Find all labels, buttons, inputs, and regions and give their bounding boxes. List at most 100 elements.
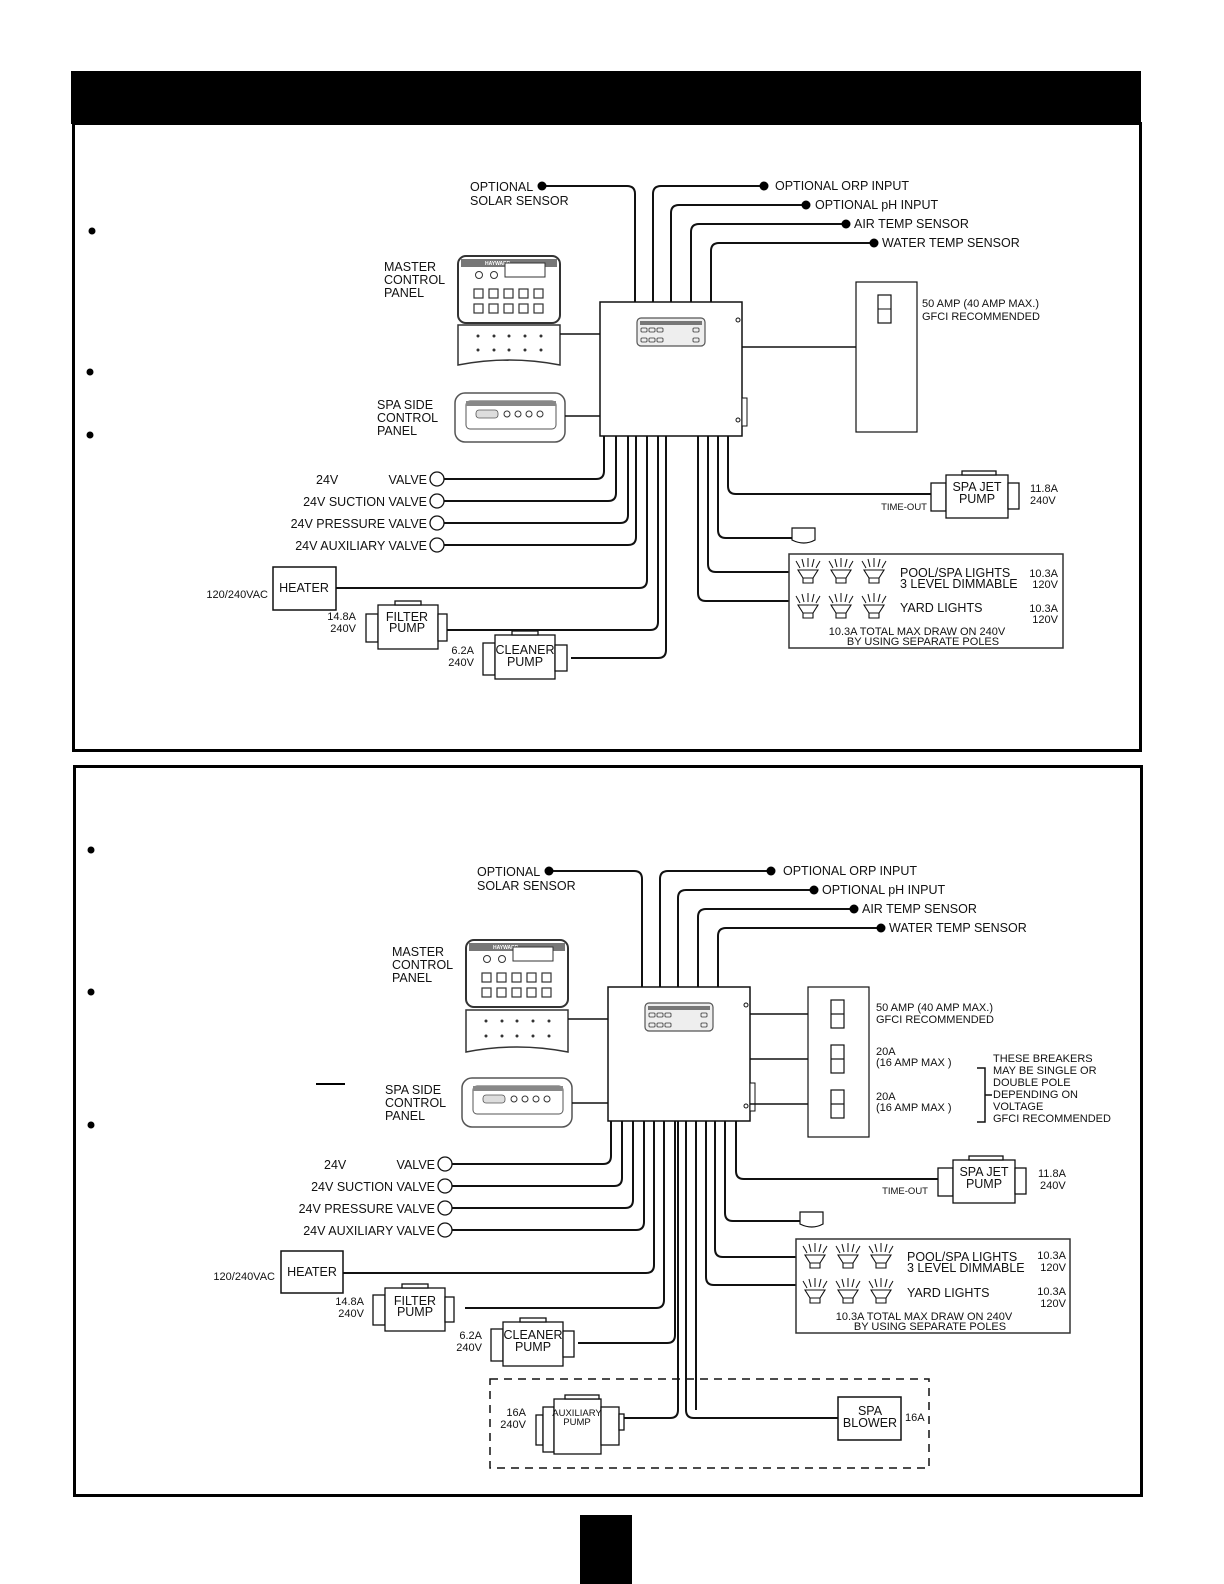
bottom-left-wires xyxy=(336,436,667,659)
breaker-wires xyxy=(750,1013,808,1105)
spa-jet-pump-rating-1: 11.8A xyxy=(1038,1168,1067,1180)
controller-display-header xyxy=(640,321,702,325)
pressure-valve-label: 24V PRESSURE VALVE xyxy=(299,1202,435,1216)
screw-icon xyxy=(735,317,741,323)
breaker-note-3: DOUBLE POLE xyxy=(993,1077,1071,1089)
spa-panel-label-2: CONTROL xyxy=(385,1096,446,1110)
breaker-1-label-1: 50 AMP (40 AMP MAX.) xyxy=(876,1002,993,1014)
cleaner-pump-rating-1: 6.2A xyxy=(451,645,474,657)
valve-icons xyxy=(429,471,445,553)
valve-icons xyxy=(437,1156,453,1238)
heater-rating: 120/240VAC xyxy=(213,1271,275,1283)
pool-spa-lights-rating-1: 10.3A xyxy=(1029,568,1058,580)
yard-light-icons xyxy=(802,1278,894,1304)
spa-jet-pump-rating-2: 240V xyxy=(1040,1180,1066,1192)
controller-buttons-icon xyxy=(640,327,700,343)
breaker-switch-icons xyxy=(830,999,845,1119)
heater-box xyxy=(280,1250,344,1294)
lamp-icon xyxy=(795,593,821,619)
pool-spa-light-icons xyxy=(802,1243,894,1269)
lamp-icon xyxy=(835,1278,861,1304)
filter-pump-label-1: FILTER xyxy=(386,610,428,624)
filter-pump-rating-2: 240V xyxy=(330,623,356,635)
lamp-icon xyxy=(828,593,854,619)
bullet xyxy=(88,227,96,235)
valve-label: VALVE xyxy=(389,473,427,487)
auxiliary-pump-icon xyxy=(535,1394,625,1455)
pool-spa-light-icons xyxy=(795,558,887,584)
spa-blower-rating: 16A xyxy=(905,1412,925,1424)
breaker-note-4: DEPENDING ON xyxy=(993,1089,1078,1101)
right-wires xyxy=(695,1121,938,1410)
yard-lights-rating-1: 10.3A xyxy=(1029,603,1058,615)
ph-terminal-icon xyxy=(801,200,811,210)
lights-note-1: 10.3A TOTAL MAX DRAW ON 240V xyxy=(829,626,1006,638)
solar-sensor-label-2: SOLAR SENSOR xyxy=(477,879,576,893)
bottom-left-wires xyxy=(343,1121,838,1419)
filter-pump-rating-1: 14.8A xyxy=(335,1296,364,1308)
cleaner-pump-icon xyxy=(482,630,568,680)
yard-lights-rating-2: 120V xyxy=(1040,1298,1066,1310)
lamp-icon xyxy=(868,1243,894,1269)
bullet xyxy=(87,1121,95,1129)
valve-icon xyxy=(429,515,445,531)
suction-valve-label: 24V SUCTION VALVE xyxy=(311,1180,435,1194)
spa-blower-box xyxy=(837,1396,902,1441)
screw-icon xyxy=(743,1002,749,1008)
solar-sensor-terminal-icon xyxy=(537,181,547,191)
cleaner-pump-label-1: CLEANER xyxy=(503,1328,562,1342)
cleaner-pump-label-2: PUMP xyxy=(515,1340,551,1354)
spa-jet-pump-icon xyxy=(937,1155,1027,1204)
bullet xyxy=(86,431,94,439)
valve-icon xyxy=(429,493,445,509)
spa-jet-pump-label-1: SPA JET xyxy=(952,480,1001,494)
wiring-diagram-panel-bottom xyxy=(73,765,1143,1497)
spa-panel-label-3: PANEL xyxy=(385,1109,425,1123)
controller-side-port xyxy=(749,1082,756,1112)
water-temp-label: WATER TEMP SENSOR xyxy=(889,921,1027,935)
pool-spa-lights-label-2: 3 LEVEL DIMMABLE xyxy=(900,577,1018,591)
lamp-icon xyxy=(795,558,821,584)
bullet xyxy=(87,846,95,854)
spa-side-control-panel-icon xyxy=(461,1077,573,1128)
spa-panel-label-1: SPA SIDE xyxy=(385,1083,441,1097)
suction-valve-label: 24V SUCTION VALVE xyxy=(303,495,427,509)
ph-terminal-icon xyxy=(809,885,819,895)
heater-box xyxy=(272,566,337,611)
cleaner-pump-rating-2: 240V xyxy=(448,657,474,669)
lamp-icon xyxy=(802,1278,828,1304)
valve-icon xyxy=(437,1156,453,1172)
breaker-3-label-1: 20A xyxy=(876,1091,896,1103)
time-out-label: TIME-OUT xyxy=(882,1186,928,1197)
master-panel-label-3: PANEL xyxy=(392,971,432,985)
heater-rating: 120/240VAC xyxy=(206,589,268,601)
brand-label: HAYWARD xyxy=(493,945,519,951)
ph-input-label: OPTIONAL pH INPUT xyxy=(815,198,939,212)
valve-voltage-label: 24V xyxy=(324,1158,347,1172)
master-panel-label-3: PANEL xyxy=(384,286,424,300)
aux-pump-rating-2: 240V xyxy=(500,1419,526,1431)
filter-pump-icon xyxy=(372,1283,455,1332)
valve-icon xyxy=(437,1178,453,1194)
spa-jet-pump-label-1: SPA JET xyxy=(959,1165,1008,1179)
orp-input-label: OPTIONAL ORP INPUT xyxy=(783,864,917,878)
master-control-panel-icon: HAYWARD xyxy=(457,255,561,366)
water-temp-terminal-icon xyxy=(876,923,886,933)
breaker-label-1: 50 AMP (40 AMP MAX.) xyxy=(922,298,1039,310)
master-panel-label-2: CONTROL xyxy=(392,958,453,972)
spa-side-control-panel-icon xyxy=(454,392,566,443)
diagram-bottom: OPTIONAL SOLAR SENSOR OPTIONAL ORP INPUT… xyxy=(87,846,1111,1469)
brand-label: HAYWARD xyxy=(485,261,511,267)
bullet xyxy=(87,988,95,996)
time-out-label: TIME-OUT xyxy=(881,502,927,513)
breaker-bracket xyxy=(977,1067,992,1123)
air-temp-terminal-icon xyxy=(849,904,859,914)
pool-spa-lights-label-1: POOL/SPA LIGHTS xyxy=(907,1250,1017,1264)
heater-label: HEATER xyxy=(287,1265,337,1279)
yard-lights-rating-1: 10.3A xyxy=(1037,1286,1066,1298)
lamp-icon xyxy=(828,558,854,584)
water-temp-label: WATER TEMP SENSOR xyxy=(882,236,1020,250)
air-temp-label: AIR TEMP SENSOR xyxy=(862,902,977,916)
air-temp-label: AIR TEMP SENSOR xyxy=(854,217,969,231)
